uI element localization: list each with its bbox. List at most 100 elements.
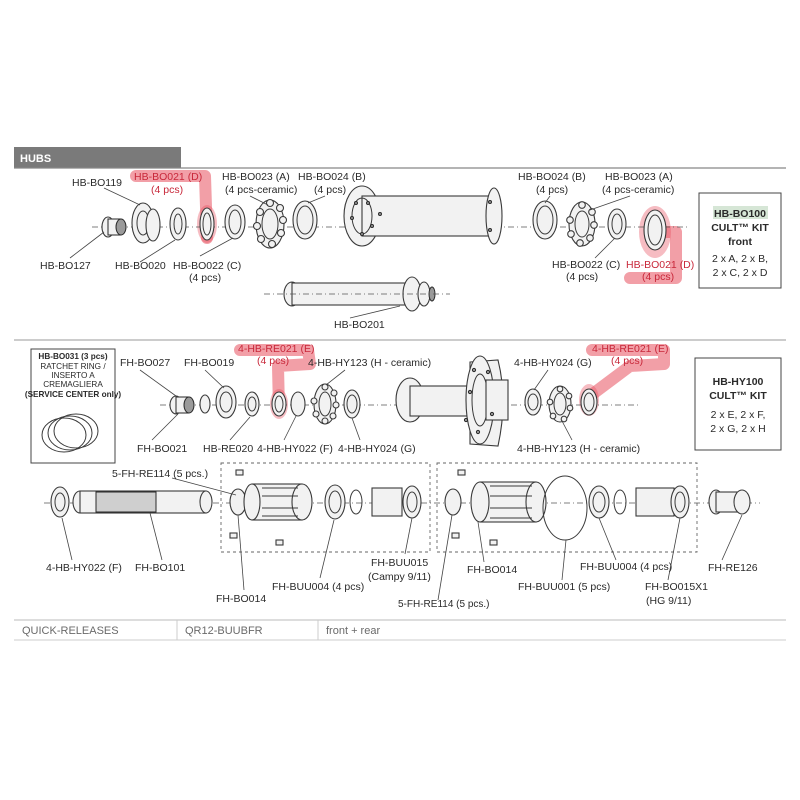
front-race-right xyxy=(607,208,627,240)
service-box-line3: CREMAGLIERA xyxy=(43,380,103,389)
label-hb-re021-left-qty: (4 pcs) xyxy=(257,355,289,367)
rear-end-cap xyxy=(169,395,195,415)
label-hb-bo022-left: HB-BO022 (C) xyxy=(173,260,241,272)
front-hub-body xyxy=(343,185,503,247)
front-kit-line1: 2 x A, 2 x B, xyxy=(712,253,768,265)
label-hb-bo024-left: HB-BO024 (B) xyxy=(298,171,366,183)
label-hb-bo022-right-qty: (4 pcs) xyxy=(566,271,598,283)
label-hb-bo023-left-qty: (4 pcs-ceramic) xyxy=(225,184,297,196)
label-fh-re114-bottom: 5-FH-RE114 (5 pcs.) xyxy=(398,599,490,610)
rear-washer xyxy=(199,394,211,414)
label-hb-re021-left: 4-HB-RE021 (E) xyxy=(238,343,314,355)
rear-kit-line2: 2 x G, 2 x H xyxy=(710,423,765,435)
label-fh-buu015-sub: (Campy 9/11) xyxy=(368,571,431,583)
rear-kit-box: HB-HY100 CULT™ KIT 2 x E, 2 x F, 2 x G, … xyxy=(694,357,782,451)
service-box-line4: (SERVICE CENTER only) xyxy=(25,390,122,399)
label-fh-bo015x1: FH-BO015X1 xyxy=(645,581,708,593)
service-box: HB-BO031 (3 pcs) RATCHET RING / INSERTO … xyxy=(25,348,122,464)
freehub-campy-group xyxy=(229,469,422,546)
rear-upper-leaders xyxy=(139,369,573,441)
front-lock-ring xyxy=(131,202,161,244)
highlight-rear-left xyxy=(234,344,316,416)
front-kit-code-bg xyxy=(713,206,768,219)
label-fh-bo021: FH-BO021 xyxy=(137,443,187,455)
front-hub-parts xyxy=(69,185,690,319)
rear-cup-left xyxy=(343,389,361,419)
front-kit-name: CULT™ KIT xyxy=(711,222,769,234)
label-hb-re020: HB-RE020 xyxy=(203,443,253,455)
front-labels: HB-BO119 HB-BO021 (D) (4 pcs) HB-BO023 (… xyxy=(40,171,694,331)
front-seal-left xyxy=(199,207,215,241)
freehub-hg-group xyxy=(444,469,690,546)
label-fh-bo019: FH-BO019 xyxy=(184,357,234,369)
label-hb-bo024-right-qty: (4 pcs) xyxy=(536,184,568,196)
quick-releases-code: QR12-BUUBFR xyxy=(185,625,263,637)
rear-race-right xyxy=(524,388,542,416)
rear-cup-bottom xyxy=(50,486,70,518)
service-box-line1: RATCHET RING / xyxy=(40,362,106,371)
front-axle xyxy=(264,276,450,312)
rear-seal-left xyxy=(271,391,287,417)
label-fh-bo015x1-sub: (HG 9/11) xyxy=(646,595,691,607)
service-box-code: HB-BO031 (3 pcs) xyxy=(38,352,107,361)
freehub-labels: 5-FH-RE114 (5 pcs.) 4-HB-HY022 (F) FH-BO… xyxy=(46,468,758,610)
label-hb-bo024-left-qty: (4 pcs) xyxy=(314,184,346,196)
label-hb-bo022-right: HB-BO022 (C) xyxy=(552,259,620,271)
label-fh-buu015: FH-BUU015 xyxy=(371,557,428,569)
rear-kit-code: HB-HY100 xyxy=(713,376,764,388)
rear-hub-parts xyxy=(139,355,640,447)
label-fh-bo101: FH-BO101 xyxy=(135,562,185,574)
rear-spacer xyxy=(244,391,260,417)
rear-bearing-left xyxy=(310,383,340,425)
front-spacer xyxy=(169,207,187,241)
front-cup-left xyxy=(292,200,318,240)
label-fh-buu004-right: FH-BUU004 (4 pcs) xyxy=(580,561,672,573)
front-bearing-right xyxy=(566,201,598,247)
label-fh-bo014-right: FH-BO014 xyxy=(467,564,517,576)
ratchet-rings-illustration xyxy=(41,413,99,453)
rear-end-cap-bottom xyxy=(708,489,751,515)
label-hb-hy022-mid: 4-HB-HY022 (F) xyxy=(257,443,333,455)
label-hb-hy123-top: 4-HB-HY123 (H - ceramic) xyxy=(308,357,431,369)
front-kit-code: HB-BO100 xyxy=(714,208,766,220)
front-kit-sub: front xyxy=(728,236,752,248)
front-race-left xyxy=(224,204,246,240)
quick-releases-label: QUICK-RELEASES xyxy=(22,625,119,637)
label-hb-hy123-bottom: 4-HB-HY123 (H - ceramic) xyxy=(517,443,640,455)
label-fh-re126: FH-RE126 xyxy=(708,562,758,574)
rear-hub-body xyxy=(395,355,509,447)
label-hb-bo022-left-qty: (4 pcs) xyxy=(189,272,221,284)
rear-axle xyxy=(72,490,213,514)
label-hb-hy024-mid: 4-HB-HY024 (G) xyxy=(338,443,416,455)
hubs-header: HUBS xyxy=(14,147,786,169)
label-fh-bo014-left: FH-BO014 xyxy=(216,593,266,605)
label-hb-bo201: HB-BO201 xyxy=(334,319,385,331)
hubs-header-bar xyxy=(14,147,181,168)
freehub-parts xyxy=(44,462,760,601)
front-leaders xyxy=(69,187,631,319)
label-hb-bo020: HB-BO020 xyxy=(115,260,166,272)
label-fh-bo027: FH-BO027 xyxy=(120,357,170,369)
rear-lock-ring xyxy=(215,385,237,419)
front-cup-right xyxy=(532,200,558,240)
label-hb-hy022-bottom: 4-HB-HY022 (F) xyxy=(46,562,122,574)
rear-kit-frame xyxy=(694,357,782,451)
freehub-campy-dashed-box xyxy=(220,462,431,553)
label-hb-bo023-left: HB-BO023 (A) xyxy=(222,171,290,183)
label-fh-buu001: FH-BUU001 (5 pcs) xyxy=(518,581,610,593)
rear-seal-right xyxy=(580,388,598,416)
label-hb-bo023-right-qty: (4 pcs-ceramic) xyxy=(602,184,674,196)
quick-releases-note: front + rear xyxy=(326,625,380,637)
hubs-header-title: HUBS xyxy=(20,153,51,165)
rear-kit-line1: 2 x E, 2 x F, xyxy=(711,409,766,421)
rear-race-left xyxy=(290,391,306,417)
freehub-leaders xyxy=(61,477,743,601)
quick-releases-row: QUICK-RELEASES QR12-BUUBFR front + rear xyxy=(14,619,786,641)
label-hb-bo119: HB-BO119 xyxy=(72,177,122,189)
front-seal-right xyxy=(643,209,667,251)
label-hb-re021-right: 4-HB-RE021 (E) xyxy=(592,343,668,355)
label-hb-bo021-left: HB-BO021 (D) xyxy=(134,171,202,183)
front-kit-line2: 2 x C, 2 x D xyxy=(713,267,768,279)
rear-kit-name: CULT™ KIT xyxy=(709,390,767,402)
